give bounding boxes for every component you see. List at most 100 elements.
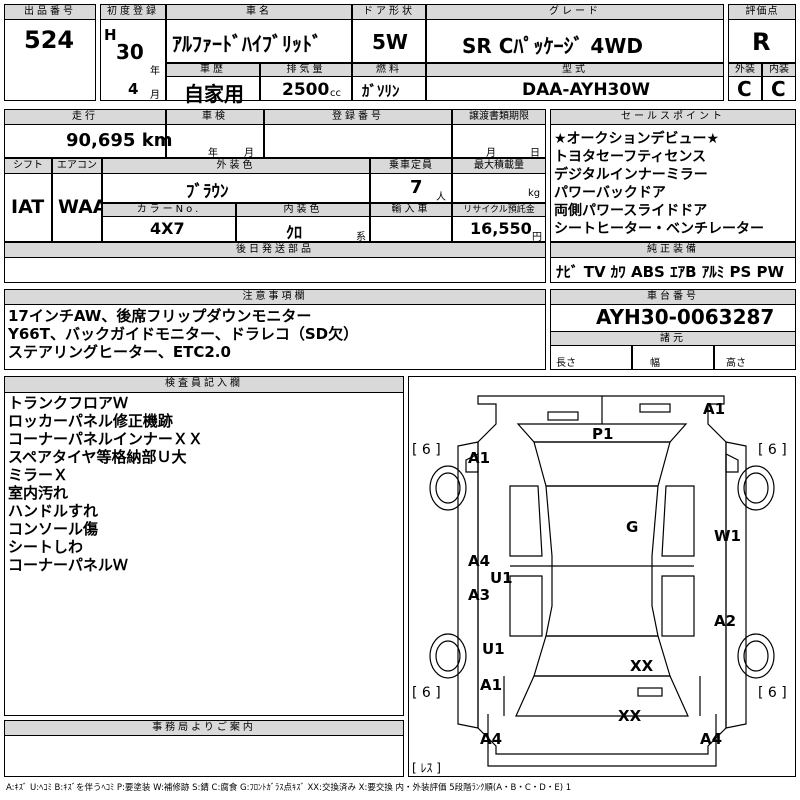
notes-list: 17インチAW、後席フリップダウンモニター Y66T、バックガイドモニター、ドラ… xyxy=(8,307,358,361)
damage-mark: A1 xyxy=(703,400,725,418)
note-line: Y66T、バックガイドモニター、ドラレコ（SD欠） xyxy=(8,325,359,343)
damage-mark: P1 xyxy=(592,425,613,443)
load-label: 最大積載量 xyxy=(452,158,546,174)
grade-label: グレード xyxy=(426,4,724,20)
notes-box xyxy=(4,304,546,370)
door-box xyxy=(352,19,426,63)
damage-mark: W1 xyxy=(714,527,741,545)
car-name: ｱﾙﾌｧｰﾄﾞﾊｲﾌﾞﾘｯﾄﾞ xyxy=(172,32,322,56)
history-box xyxy=(166,76,260,101)
reg-year: 30 xyxy=(116,40,144,64)
inspection-month-unit: 月 xyxy=(244,148,254,159)
door-label: ドア形状 xyxy=(352,4,426,20)
capacity-box xyxy=(370,173,452,203)
notes-label: 注意事項欄 xyxy=(4,289,546,305)
color-no-box xyxy=(102,216,236,242)
int-label: 内装 xyxy=(762,63,796,77)
damage-mark: G xyxy=(626,518,638,536)
reg-no-label: 登録番号 xyxy=(264,109,452,125)
ext-score: C xyxy=(737,77,752,101)
mileage: 90,695 km xyxy=(66,130,173,151)
car-diagram: A1 P1 A1 G W1 A4 U1 A3 A2 U1 XX A1 XX A4… xyxy=(412,395,787,775)
model-box xyxy=(426,76,724,101)
tire-depth: [ 6 ] xyxy=(412,442,441,458)
damage-mark: A4 xyxy=(700,730,722,748)
spare-tire: [ ﾚｽ ] xyxy=(412,761,441,775)
sales-point: ★オークションデビュー★ xyxy=(554,131,720,147)
shift-label: シフト xyxy=(4,158,52,174)
sales-point: 両側パワースライドドア xyxy=(554,203,708,219)
first-reg-label: 初度登録 xyxy=(100,4,166,20)
damage-mark: A4 xyxy=(480,730,502,748)
import-box xyxy=(370,216,452,242)
capacity: 7 xyxy=(410,177,423,198)
capacity-unit: 人 xyxy=(436,192,446,203)
capacity-label: 乗車定員 xyxy=(370,158,452,174)
inspector-list: トランクフロアＷ ロッカーパネル修正機跡 コーナーパネルインナーＸＸ スペアタイ… xyxy=(8,394,203,574)
grade-box xyxy=(426,19,724,63)
length-label: 長さ xyxy=(556,358,576,369)
length-box xyxy=(550,345,632,370)
office-box xyxy=(4,735,404,777)
inspector-box xyxy=(4,392,404,716)
year-unit: 年 xyxy=(150,66,160,77)
first-reg-box xyxy=(100,19,166,101)
ac: WAA xyxy=(58,196,108,218)
ext-box xyxy=(728,76,762,101)
car-name-label: 車名 xyxy=(166,4,352,20)
history: 自家用 xyxy=(184,82,244,106)
grade: SR Cﾊﾟｯｹｰｼﾞ 4WD xyxy=(462,34,643,58)
sales-point: パワーバックドア xyxy=(554,185,666,201)
load-unit: kg xyxy=(528,188,541,199)
disp-label: 排気量 xyxy=(260,63,352,77)
int-score: C xyxy=(771,77,786,101)
inspector-label: 検査員記入欄 xyxy=(4,376,404,393)
later-parts-label: 後日発送部品 xyxy=(4,242,546,258)
inspector-line: ミラーＸ xyxy=(8,466,69,484)
score-label: 評価点 xyxy=(728,4,796,20)
door-type: 5W xyxy=(372,30,408,54)
sales-point: デジタルインナーミラー xyxy=(554,167,708,183)
equipment-items: ﾅﾋﾞ TV ｶﾜ ABS ｴｱB ｱﾙﾐ PS PW xyxy=(556,263,785,281)
inspector-line: 室内汚れ xyxy=(8,484,69,502)
lot-box xyxy=(4,19,96,101)
inspector-line: コーナーパネルＷ xyxy=(8,556,128,574)
fuel-label: 燃料 xyxy=(352,63,426,77)
interior-color-unit: 系 xyxy=(356,232,366,243)
inspector-line: トランクフロアＷ xyxy=(8,394,129,412)
car-diagram-frame xyxy=(408,376,796,777)
history-label: 車歴 xyxy=(166,63,260,77)
equipment-label: 純正装備 xyxy=(550,242,796,258)
month-unit: 月 xyxy=(150,90,160,101)
ext-label: 外装 xyxy=(728,63,762,77)
transfer-month-unit: 月 xyxy=(486,148,496,159)
sales-point: トヨタセーフティセンス xyxy=(554,149,707,165)
inspector-line: スペアタイヤ等格納部Ｕ大 xyxy=(8,448,187,466)
transfer-label: 譲渡書類期限 xyxy=(452,109,546,125)
recycle-unit: 円 xyxy=(532,232,542,243)
equipment-box xyxy=(550,257,796,283)
shift-box xyxy=(4,173,52,242)
tire-depth: [ 6 ] xyxy=(758,685,787,701)
inspection-year-unit: 年 xyxy=(208,148,218,159)
chassis-label: 車台番号 xyxy=(550,289,796,305)
office-label: 事務局よりご案内 xyxy=(4,720,404,736)
inspector-line: ロッカーパネル修正機跡 xyxy=(8,412,173,430)
score: R xyxy=(752,28,771,56)
reg-month: 4 xyxy=(128,80,139,98)
lot-number: 524 xyxy=(24,26,75,54)
inspector-line: シートしわ xyxy=(8,538,84,556)
tire-depth: [ 6 ] xyxy=(758,442,787,458)
transfer-box xyxy=(452,124,546,158)
transfer-day-unit: 日 xyxy=(530,148,540,159)
inspection-label: 車検 xyxy=(166,109,264,125)
import-label: 輸入車 xyxy=(370,203,452,217)
ac-box xyxy=(52,173,102,242)
note-line: ステアリングヒーター、ETC2.0 xyxy=(8,343,231,361)
later-parts-box xyxy=(4,257,546,283)
recycle-label: リサイクル預託金 xyxy=(452,203,546,217)
shift: IAT xyxy=(11,196,45,218)
inspector-line: コーナーパネルインナーＸＸ xyxy=(8,430,203,448)
era: H xyxy=(104,26,117,44)
model-code: DAA-AYH30W xyxy=(522,80,650,100)
